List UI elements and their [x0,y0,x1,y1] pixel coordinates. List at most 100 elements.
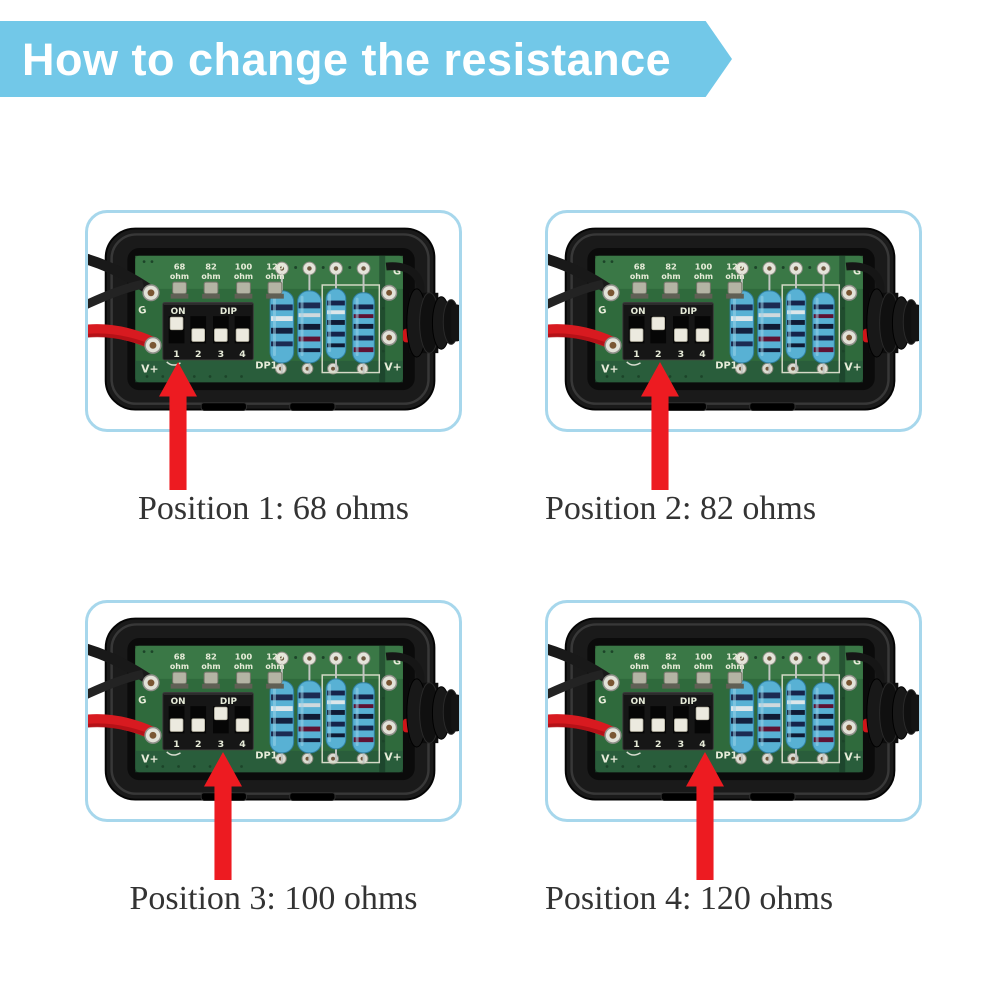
resistor-82ohm [297,663,322,764]
dip-number-1: 1 [633,349,640,360]
drill-dots [602,650,845,768]
photo-frame: 68 82 100 120 ohm ohm ohm ohm [85,210,462,432]
panel-position-1: 68 82 100 120 ohm ohm ohm ohm [85,210,462,545]
dip-number-1: 1 [173,349,180,360]
dip-knob-2 [191,718,206,732]
resistor-100ohm [325,663,347,762]
drill-dots [142,260,385,378]
label-100: 100 [695,651,713,661]
switch-pins [170,671,284,689]
cable-strain-relief [845,652,919,748]
dip-knob-3 [214,328,228,342]
silkscreen-arc [626,361,641,366]
switch-pins [630,281,744,299]
label-82: 82 [665,651,677,661]
circuit-board-photo: 68 82 100 120 ohm ohm ohm ohm [88,617,459,801]
vplus-right-label: V+ [384,751,401,764]
resistor-82ohm [757,273,782,374]
ground-left-label: G [137,695,148,708]
label-82: 82 [205,651,217,661]
label-ohm: ohm [725,272,744,281]
resistor-68ohm [729,273,755,374]
dip-knob-2 [651,718,666,732]
ground-right-label: G [853,656,861,667]
cable-strain-relief [385,262,459,358]
dp1-designator: DP1 [255,751,277,762]
label-68: 68 [174,651,186,661]
page-title: How to change the resistance [22,34,672,85]
ground-left-label: G [597,305,608,318]
dip-number-3: 3 [218,349,225,360]
panel-caption: Position 1: 68 ohms [137,490,410,527]
label-82: 82 [665,261,677,271]
dip-number-3: 3 [678,349,685,360]
silkscreen-arc [166,751,181,756]
circuit-board-photo: 68 82 100 120 ohm ohm ohm ohm [548,227,919,412]
circuit-board-photo: 68 82 100 120 ohm ohm ohm ohm [88,227,459,412]
silkscreen-outline [321,284,381,374]
dip-number-1: 1 [173,739,180,750]
label-ohm: ohm [201,272,220,281]
resistor-120ohm [352,663,375,764]
dip-knob-1 [629,718,644,732]
resistors [729,663,835,764]
resistor-120ohm [812,273,835,374]
dip-on-label: ON [171,307,186,317]
vplus-left-label: V+ [141,363,158,376]
label-ohm: ohm [630,662,649,671]
dip-knob-2 [651,316,666,331]
ground-left-label: G [597,695,608,708]
dip-on-label: ON [171,697,186,707]
dip-number-3: 3 [678,739,685,750]
label-120: 120 [726,651,744,661]
label-68: 68 [174,261,186,271]
resistor-82ohm [297,273,322,374]
cable-strain-relief [845,262,919,358]
resistor-120ohm [352,273,375,374]
resistor-82ohm [757,663,782,764]
dip-dip-label: DIP [680,307,698,317]
panel-position-2: 68 82 100 120 ohm ohm ohm ohm [545,210,922,545]
resistance-labels: 68 82 100 120 ohm ohm ohm ohm [630,651,745,671]
vplus-right-label: V+ [844,361,861,374]
right-pads [841,674,858,736]
photo-frame: 68 82 100 120 ohm ohm ohm ohm [545,210,922,432]
dip-knob-4 [235,328,250,342]
solder-pads [602,651,858,765]
dip-switch: ON DIP 1 2 3 4 [622,302,714,366]
dip-number-4: 4 [699,739,706,750]
right-pads [381,674,398,736]
label-ohm: ohm [265,272,284,281]
dip-number-2: 2 [655,349,662,360]
dip-number-1: 1 [633,739,640,750]
vplus-left-label: V+ [601,363,618,376]
dp1-designator: DP1 [715,361,737,372]
switch-pins [630,671,744,689]
dip-number-4: 4 [699,349,706,360]
dip-dip-label: DIP [680,697,698,707]
label-ohm: ohm [201,662,220,671]
vplus-right-label: V+ [384,361,401,374]
resistance-labels: 68 82 100 120 ohm ohm ohm ohm [630,261,745,281]
resistor-68ohm [269,663,295,764]
dip-switch: ON DIP 1 2 3 4 [622,692,714,756]
label-120: 120 [266,651,284,661]
dip-knob-3 [674,718,688,732]
label-100: 100 [235,651,253,661]
label-100: 100 [235,261,253,271]
resistor-68ohm [729,663,755,764]
label-82: 82 [205,261,217,271]
photo-frame: 68 82 100 120 ohm ohm ohm ohm [545,600,922,822]
resistor-100ohm [785,663,807,762]
vplus-right-label: V+ [844,751,861,764]
left-pads [602,284,622,354]
label-ohm: ohm [234,272,253,281]
label-ohm: ohm [170,662,189,671]
left-pads [602,674,622,744]
top-pads [734,651,831,666]
dip-knob-4 [695,328,710,342]
dip-knob-1 [169,718,184,732]
label-ohm: ohm [265,662,284,671]
label-ohm: ohm [694,662,713,671]
dip-number-3: 3 [218,739,225,750]
